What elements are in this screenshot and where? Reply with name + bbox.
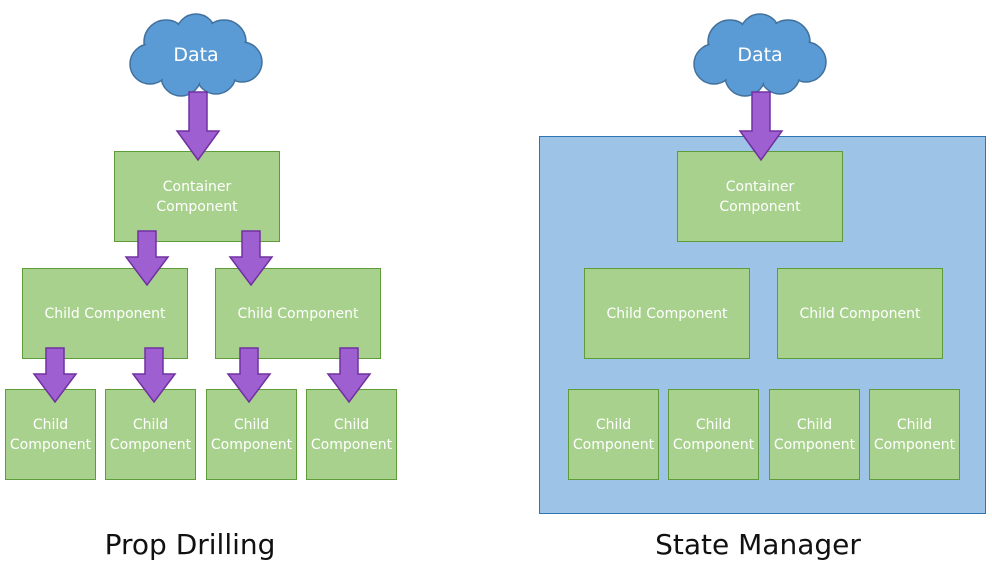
data-cloud-icon: [693, 13, 827, 97]
child-label: Child Component: [44, 305, 166, 322]
down-arrow-icon: [131, 347, 177, 404]
state-manager-caption: State Manager: [655, 528, 861, 561]
leaf-label: Child Component: [773, 416, 856, 453]
data-cloud-icon: [129, 13, 263, 97]
down-arrow-icon: [326, 347, 372, 404]
down-arrow-icon: [32, 347, 78, 404]
left-leaf-component-4: Child Component: [306, 389, 397, 480]
right-leaf-component-3: Child Component: [769, 389, 860, 480]
child-label: Child Component: [237, 305, 359, 322]
prop-drilling-caption: Prop Drilling: [104, 528, 276, 561]
down-arrow-icon: [738, 91, 784, 162]
right-container-label: Container Component: [719, 178, 801, 215]
right-data-label: Data: [737, 44, 783, 66]
left-container-label: Container Component: [156, 178, 238, 215]
child-label: Child Component: [606, 305, 728, 322]
leaf-label: Child Component: [9, 416, 92, 453]
leaf-label: Child Component: [572, 416, 655, 453]
leaf-label: Child Component: [210, 416, 293, 453]
left-leaf-component-2: Child Component: [105, 389, 196, 480]
right-leaf-component-2: Child Component: [668, 389, 759, 480]
left-child-component-2: Child Component: [215, 268, 381, 359]
right-child-component-2: Child Component: [777, 268, 943, 359]
down-arrow-icon: [226, 347, 272, 404]
left-leaf-component-1: Child Component: [5, 389, 96, 480]
leaf-label: Child Component: [109, 416, 192, 453]
left-container-component: Container Component: [114, 151, 280, 242]
right-leaf-component-1: Child Component: [568, 389, 659, 480]
leaf-label: Child Component: [873, 416, 956, 453]
right-leaf-component-4: Child Component: [869, 389, 960, 480]
down-arrow-icon: [175, 91, 221, 162]
left-data-label: Data: [173, 44, 219, 66]
leaf-label: Child Component: [672, 416, 755, 453]
right-container-component: Container Component: [677, 151, 843, 242]
child-label: Child Component: [799, 305, 921, 322]
down-arrow-icon: [228, 230, 274, 287]
down-arrow-icon: [124, 230, 170, 287]
leaf-label: Child Component: [310, 416, 393, 453]
right-child-component-1: Child Component: [584, 268, 750, 359]
left-child-component-1: Child Component: [22, 268, 188, 359]
